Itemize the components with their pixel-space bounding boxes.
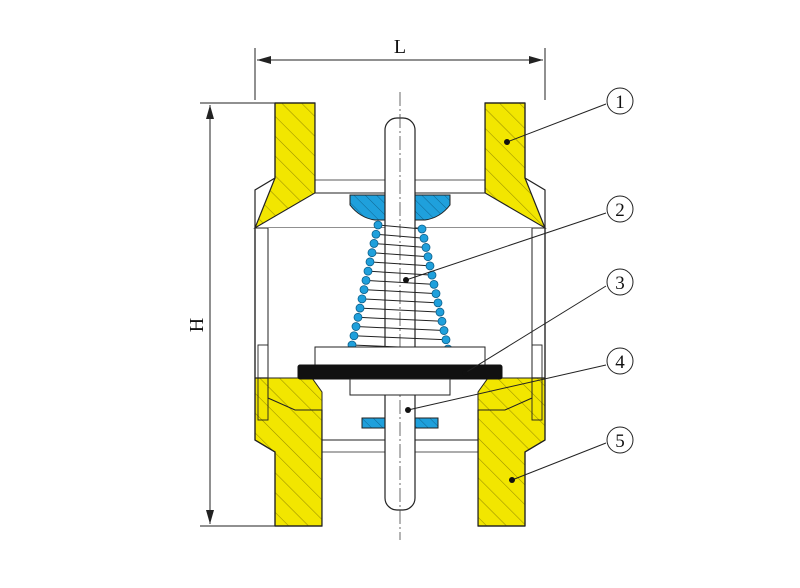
spring-coil xyxy=(367,248,377,258)
spring-coil xyxy=(369,239,379,248)
spring-coil xyxy=(357,294,367,304)
callout-3: 3 xyxy=(606,268,634,296)
spring-coil xyxy=(441,335,451,345)
spring-wire xyxy=(361,298,439,304)
callout-3-number: 3 xyxy=(615,273,625,294)
callout-4-number: 4 xyxy=(615,352,625,373)
spring-coil xyxy=(359,285,369,295)
spring-coil xyxy=(373,220,383,230)
callout-2: 2 xyxy=(606,195,634,223)
callout-dots xyxy=(403,139,515,483)
spring-coil xyxy=(353,312,363,322)
spring-wire xyxy=(375,233,425,239)
sealing-disc xyxy=(297,364,503,380)
spring xyxy=(347,220,453,354)
spring-coil xyxy=(371,229,381,239)
spring-coil xyxy=(435,307,445,317)
spring-wire xyxy=(365,279,435,285)
spring-wire xyxy=(357,316,443,322)
spring-wire xyxy=(363,289,437,295)
disc-retainer-bottom xyxy=(349,378,451,396)
spring-coil xyxy=(363,266,373,276)
spring-coil xyxy=(365,257,375,267)
length-label: L xyxy=(394,36,406,58)
spring-coil xyxy=(423,252,433,262)
spring-coil xyxy=(349,331,359,341)
spring-wire xyxy=(377,224,423,230)
callout-1: 1 xyxy=(606,87,634,115)
spring-wire xyxy=(355,326,445,332)
spring-coil xyxy=(421,243,431,252)
spring-coil xyxy=(361,275,371,285)
callout-5-number: 5 xyxy=(615,431,625,452)
spring-coil xyxy=(433,298,443,308)
callout-5: 5 xyxy=(606,426,634,454)
dimension-height xyxy=(200,102,300,527)
spring-coil xyxy=(425,261,435,271)
dimension-length xyxy=(254,48,546,100)
spring-wire xyxy=(369,261,431,267)
spring-wire xyxy=(359,307,441,313)
spring-coil xyxy=(351,322,361,331)
spring-wire xyxy=(373,242,427,248)
height-label: H xyxy=(186,318,208,332)
spring-coil xyxy=(431,289,441,299)
spring-coil xyxy=(417,224,427,234)
spring-coil xyxy=(355,303,365,313)
spring-coil xyxy=(429,279,439,289)
spring-coil xyxy=(419,233,429,243)
spring-coil xyxy=(437,316,447,326)
callout-2-number: 2 xyxy=(615,200,625,221)
spring-wire xyxy=(371,252,429,258)
callout-leaders xyxy=(405,103,607,481)
spring-wire xyxy=(353,335,447,341)
body-outline xyxy=(254,102,546,527)
callout-1-number: 1 xyxy=(615,92,625,113)
disc-retainer-top xyxy=(314,346,486,366)
spring-coil xyxy=(439,326,449,335)
callout-4: 4 xyxy=(606,347,634,375)
